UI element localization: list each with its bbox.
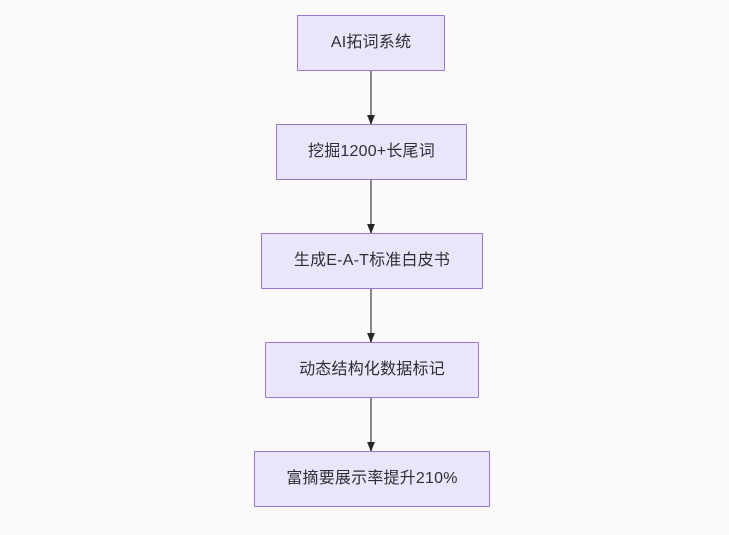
flow-node-generate-eat-whitepaper[interactable]: 生成E-A-T标准白皮书 [261,233,483,289]
flow-node-label: 动态结构化数据标记 [299,361,445,378]
flow-node-mine-longtail-keywords[interactable]: 挖掘1200+长尾词 [276,124,467,180]
flow-node-label: AI拓词系统 [330,34,412,51]
flow-node-label: 富摘要展示率提升210% [286,470,458,487]
flow-node-ai-keyword-system[interactable]: AI拓词系统 [297,15,445,71]
flow-node-label: 生成E-A-T标准白皮书 [293,252,451,269]
flow-node-label: 挖掘1200+长尾词 [308,143,435,160]
flow-node-dynamic-structured-data-markup[interactable]: 动态结构化数据标记 [265,342,479,398]
flow-node-rich-snippet-impression-uplift[interactable]: 富摘要展示率提升210% [254,451,490,507]
